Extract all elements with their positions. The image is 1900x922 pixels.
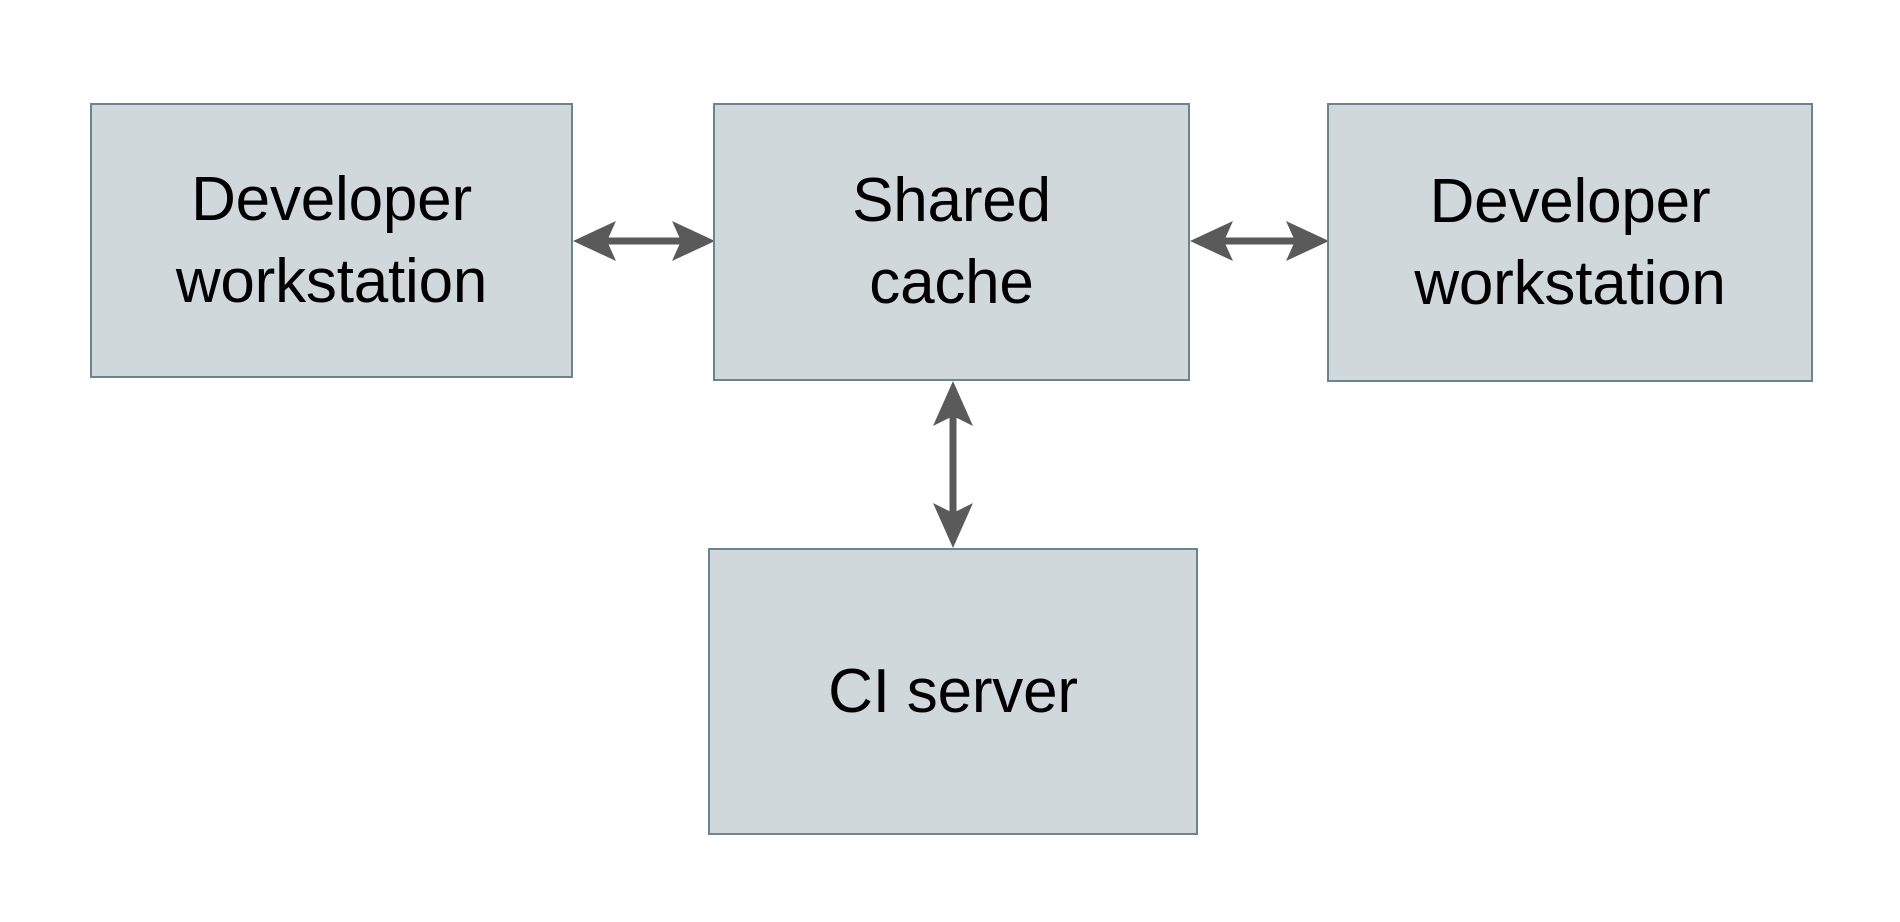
node-developer-workstation-right[interactable]: Developer workstation [1327,103,1813,382]
node-shared-cache[interactable]: Shared cache [713,103,1190,381]
connector-shared-to-dev-right-hitarea[interactable] [1190,212,1329,270]
node-ci-server[interactable]: CI server [708,548,1198,835]
node-label: Shared cache [852,166,1051,317]
node-label: Developer workstation [175,164,488,316]
node-label: Developer workstation [1414,166,1726,318]
connector-dev-left-to-shared-hitarea[interactable] [573,212,715,270]
node-developer-workstation-left[interactable]: Developer workstation [90,103,573,378]
node-label: CI server [828,656,1078,726]
connector-shared-to-ci-hitarea[interactable] [924,381,982,549]
